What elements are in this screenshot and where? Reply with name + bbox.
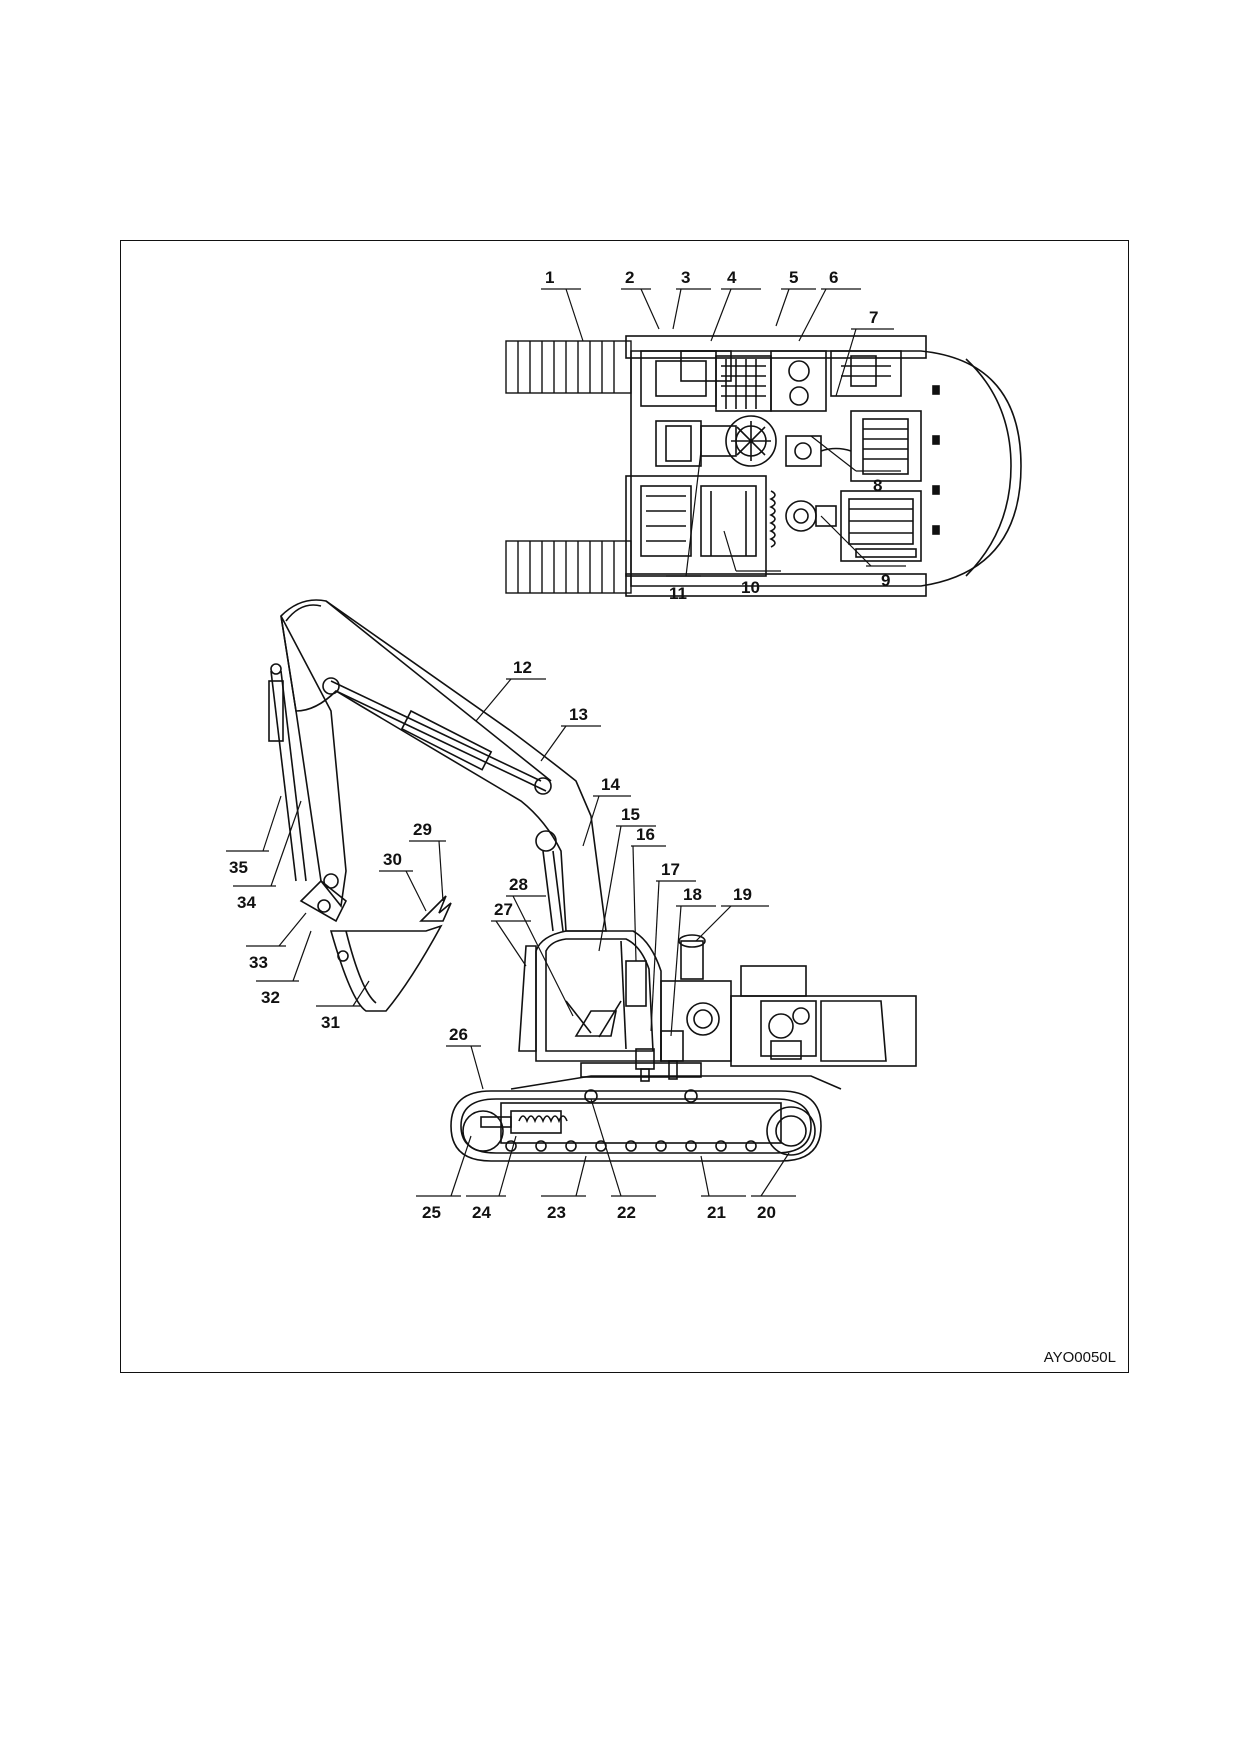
callout-5: 5: [789, 268, 798, 287]
callout-17: 17: [661, 860, 680, 879]
callout-11: 11: [669, 584, 687, 603]
callout-3: 3: [681, 268, 690, 287]
callout-9: 9: [881, 571, 890, 590]
callout-21: 21: [707, 1203, 726, 1222]
callout-27: 27: [494, 900, 513, 919]
callout-14: 14: [601, 775, 620, 794]
callout-29: 29: [413, 820, 432, 839]
callout-33: 33: [249, 953, 268, 972]
callout-1: 1: [545, 268, 554, 287]
callout-24: 24: [472, 1203, 491, 1222]
figure-frame: 1 2 3 4 5 6 7 8 9 10 11 12 13 14 15 16 1…: [120, 240, 1129, 1373]
callout-25: 25: [422, 1203, 441, 1222]
callout-32: 32: [261, 988, 280, 1007]
callout-12: 12: [513, 658, 532, 677]
callout-4: 4: [727, 268, 737, 287]
callout-7: 7: [869, 308, 878, 327]
callout-19: 19: [733, 885, 752, 904]
callout-8: 8: [873, 476, 882, 495]
callout-10: 10: [741, 578, 760, 597]
callout-labels: 1 2 3 4 5 6 7 8 9 10 11 12 13 14 15 16 1…: [229, 268, 890, 1222]
callout-20: 20: [757, 1203, 776, 1222]
callout-35: 35: [229, 858, 248, 877]
callout-18: 18: [683, 885, 702, 904]
callout-22: 22: [617, 1203, 636, 1222]
callout-2: 2: [625, 268, 634, 287]
callout-23: 23: [547, 1203, 566, 1222]
callout-13: 13: [569, 705, 588, 724]
callout-31: 31: [321, 1013, 340, 1032]
side-view: [226, 599, 917, 1197]
callout-30: 30: [383, 850, 402, 869]
callout-16: 16: [636, 825, 655, 844]
figure-code: AYO0050L: [1043, 1349, 1116, 1366]
callout-34: 34: [237, 893, 256, 912]
top-view: [505, 288, 1022, 597]
callout-28: 28: [509, 875, 528, 894]
excavator-drawing: 1 2 3 4 5 6 7 8 9 10 11 12 13 14 15 16 1…: [226, 268, 1022, 1222]
callout-26: 26: [449, 1025, 468, 1044]
callout-6: 6: [829, 268, 838, 287]
callout-15: 15: [621, 805, 640, 824]
